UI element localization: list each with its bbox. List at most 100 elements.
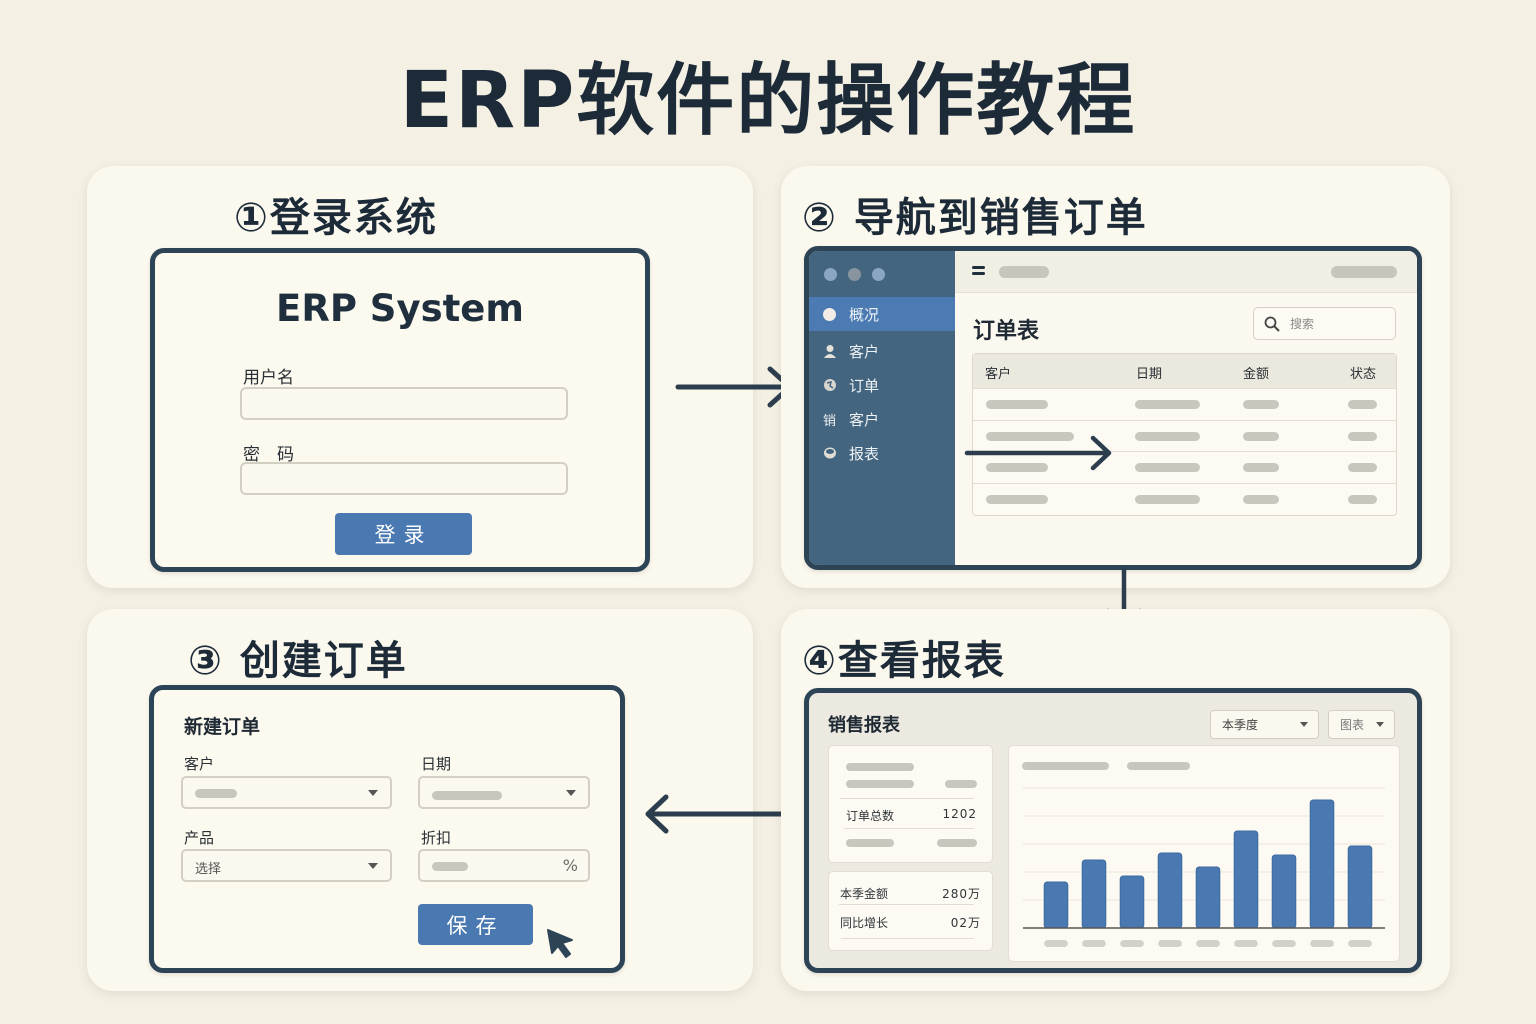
legend-placeholder	[1022, 762, 1109, 770]
x-tick-label	[1196, 940, 1220, 947]
chevron-down-icon	[1300, 722, 1308, 727]
table-header: 客户 日期 金额 状态	[973, 354, 1396, 388]
column-header[interactable]: 状态	[1350, 367, 1377, 382]
table-row[interactable]	[973, 483, 1396, 514]
login-button[interactable]: 登录	[335, 513, 472, 555]
menu-icon[interactable]	[972, 266, 986, 276]
globe-icon	[822, 378, 837, 393]
table-row[interactable]	[973, 420, 1396, 451]
sidebar-item-label: 客户	[849, 410, 880, 429]
user-icon	[822, 344, 837, 359]
chart-bar[interactable]	[1081, 859, 1107, 929]
table-row[interactable]	[973, 388, 1396, 419]
bar-chart	[1023, 787, 1385, 947]
login-app-title: ERP System	[276, 287, 524, 330]
sidebar-item-orders[interactable]: 订单	[809, 368, 955, 402]
step-label: 查看报表	[837, 638, 1006, 684]
circle-icon	[822, 307, 837, 322]
percent-unit: %	[562, 856, 578, 875]
column-header[interactable]: 金额	[1243, 367, 1270, 382]
window-dot[interactable]	[872, 268, 885, 281]
chart-card	[1008, 745, 1400, 962]
step-number: ①	[234, 195, 270, 241]
customer-select[interactable]	[181, 776, 392, 809]
stat-label: 订单总数	[846, 809, 895, 823]
chart-type-dropdown[interactable]: 图表	[1328, 710, 1395, 739]
sidebar-item-label: 客户	[849, 342, 880, 361]
product-selected-value: 选择	[195, 862, 222, 877]
sidebar-item-clients[interactable]: 销 客户	[809, 402, 955, 436]
login-window: ERP System 用户名 密 码 登录	[150, 248, 650, 572]
step-number: ②	[802, 195, 838, 241]
chart-type-dropdown-value: 图表	[1340, 718, 1365, 732]
sidebar-item-customers[interactable]: 客户	[809, 334, 955, 368]
stats-card-totals: 本季金额 280万 同比增长 02万	[828, 871, 993, 951]
column-header[interactable]: 日期	[1136, 367, 1163, 382]
customer-label: 客户	[184, 755, 215, 773]
sidebar-item-label: 报表	[849, 444, 880, 463]
arrow-right-icon	[675, 366, 793, 408]
cursor-icon	[547, 929, 573, 958]
sidebar: 概况 客户 订单 销 客户 报表	[809, 251, 955, 565]
box-icon: 销	[822, 413, 836, 429]
chart-bar[interactable]	[1157, 852, 1183, 929]
chart-bar[interactable]	[1233, 830, 1259, 929]
step-3-title: ③ 创建订单	[188, 628, 408, 686]
x-tick-label	[1044, 940, 1068, 947]
chart-bar[interactable]	[1195, 866, 1221, 929]
username-label: 用户名	[243, 368, 294, 388]
discount-input[interactable]: %	[418, 849, 590, 882]
save-button[interactable]: 保存	[418, 904, 533, 945]
sidebar-item-overview[interactable]: 概况	[809, 297, 955, 331]
user-menu-placeholder[interactable]	[1331, 266, 1397, 278]
date-label: 日期	[421, 755, 452, 773]
stats-card-summary: 订单总数 1202	[828, 745, 993, 863]
step-4-title: ④查看报表	[802, 628, 1006, 686]
sidebar-item-label: 订单	[849, 376, 880, 395]
product-select[interactable]: 选择	[181, 849, 392, 882]
top-bar	[955, 251, 1417, 293]
product-label: 产品	[184, 829, 215, 847]
orders-table: 客户 日期 金额 状态	[972, 353, 1397, 516]
report-window: 销售报表 本季度 图表 订单总数 1202 本季金额 280万 同比增长 02万	[804, 688, 1422, 973]
search-placeholder: 搜索	[1290, 317, 1315, 331]
stat-value: 280万	[942, 887, 981, 901]
chevron-down-icon	[368, 863, 378, 869]
date-select[interactable]	[418, 776, 590, 809]
sidebar-item-reports[interactable]: 报表	[809, 436, 955, 470]
search-input[interactable]: 搜索	[1253, 307, 1396, 340]
x-tick-label	[1158, 940, 1182, 947]
chart-bar[interactable]	[1119, 875, 1145, 929]
x-tick-label	[1272, 940, 1296, 947]
period-dropdown-value: 本季度	[1222, 718, 1259, 732]
page-title: 订单表	[973, 319, 1040, 344]
step-label: 导航到销售订单	[853, 195, 1148, 241]
chevron-down-icon	[1376, 722, 1384, 727]
chevron-down-icon	[566, 790, 576, 796]
window-controls	[824, 268, 885, 281]
password-label: 密 码	[243, 445, 294, 465]
arrow-right-icon	[964, 435, 1112, 471]
chart-bar[interactable]	[1043, 881, 1069, 929]
window-dot[interactable]	[824, 268, 837, 281]
orders-window: 概况 客户 订单 销 客户 报表	[804, 246, 1422, 570]
x-tick-label	[1082, 940, 1106, 947]
arrow-left-icon	[645, 794, 786, 834]
legend-placeholder	[1127, 762, 1190, 770]
period-dropdown[interactable]: 本季度	[1210, 710, 1319, 739]
step-label: 登录系统	[269, 195, 438, 241]
chart-bar[interactable]	[1309, 799, 1335, 929]
step-1-title: ①登录系统	[234, 185, 438, 243]
column-header[interactable]: 客户	[985, 367, 1012, 382]
table-row[interactable]	[973, 451, 1396, 482]
window-dot[interactable]	[848, 268, 861, 281]
username-input[interactable]	[240, 387, 568, 420]
chart-bar[interactable]	[1271, 854, 1297, 929]
breadcrumb-placeholder	[999, 266, 1049, 278]
password-input[interactable]	[240, 462, 568, 495]
chart-bar[interactable]	[1347, 845, 1373, 929]
form-title: 新建订单	[184, 716, 261, 738]
step-number: ③	[188, 638, 224, 684]
step-label: 创建订单	[239, 638, 408, 684]
stat-value: 02万	[950, 916, 981, 930]
